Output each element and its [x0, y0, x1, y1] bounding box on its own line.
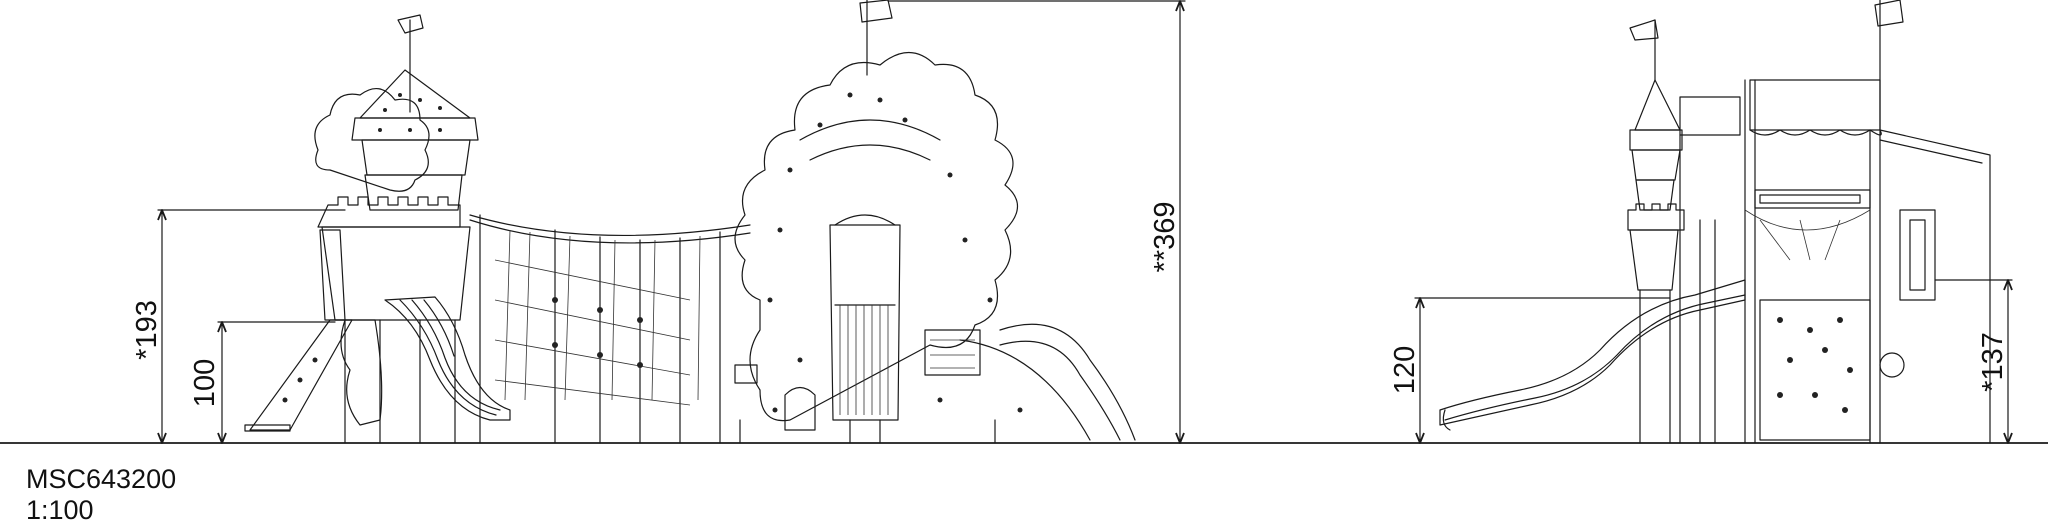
dimension-right-137 — [1934, 279, 2013, 444]
right-structure — [1439, 0, 1991, 444]
dim-label-100: 100 — [189, 359, 221, 407]
dimension-left-100 — [217, 321, 336, 444]
net-bridge — [469, 214, 751, 444]
drawing-code: MSC643200 — [26, 464, 177, 494]
dim-label-137: *137 — [1977, 332, 2009, 392]
drawing-scale: 1:100 — [26, 495, 94, 525]
dimension-center-369 — [887, 0, 1186, 444]
dim-label-193: *193 — [131, 300, 163, 360]
dim-label-369: **369 — [1149, 202, 1181, 273]
left-slide — [384, 296, 511, 421]
left-castle-tower — [244, 14, 479, 444]
center-rock-tower — [734, 0, 1136, 444]
dimension-right-120 — [1414, 297, 1671, 444]
dim-label-120: 120 — [1389, 346, 1421, 394]
dimension-left-193 — [157, 209, 346, 444]
